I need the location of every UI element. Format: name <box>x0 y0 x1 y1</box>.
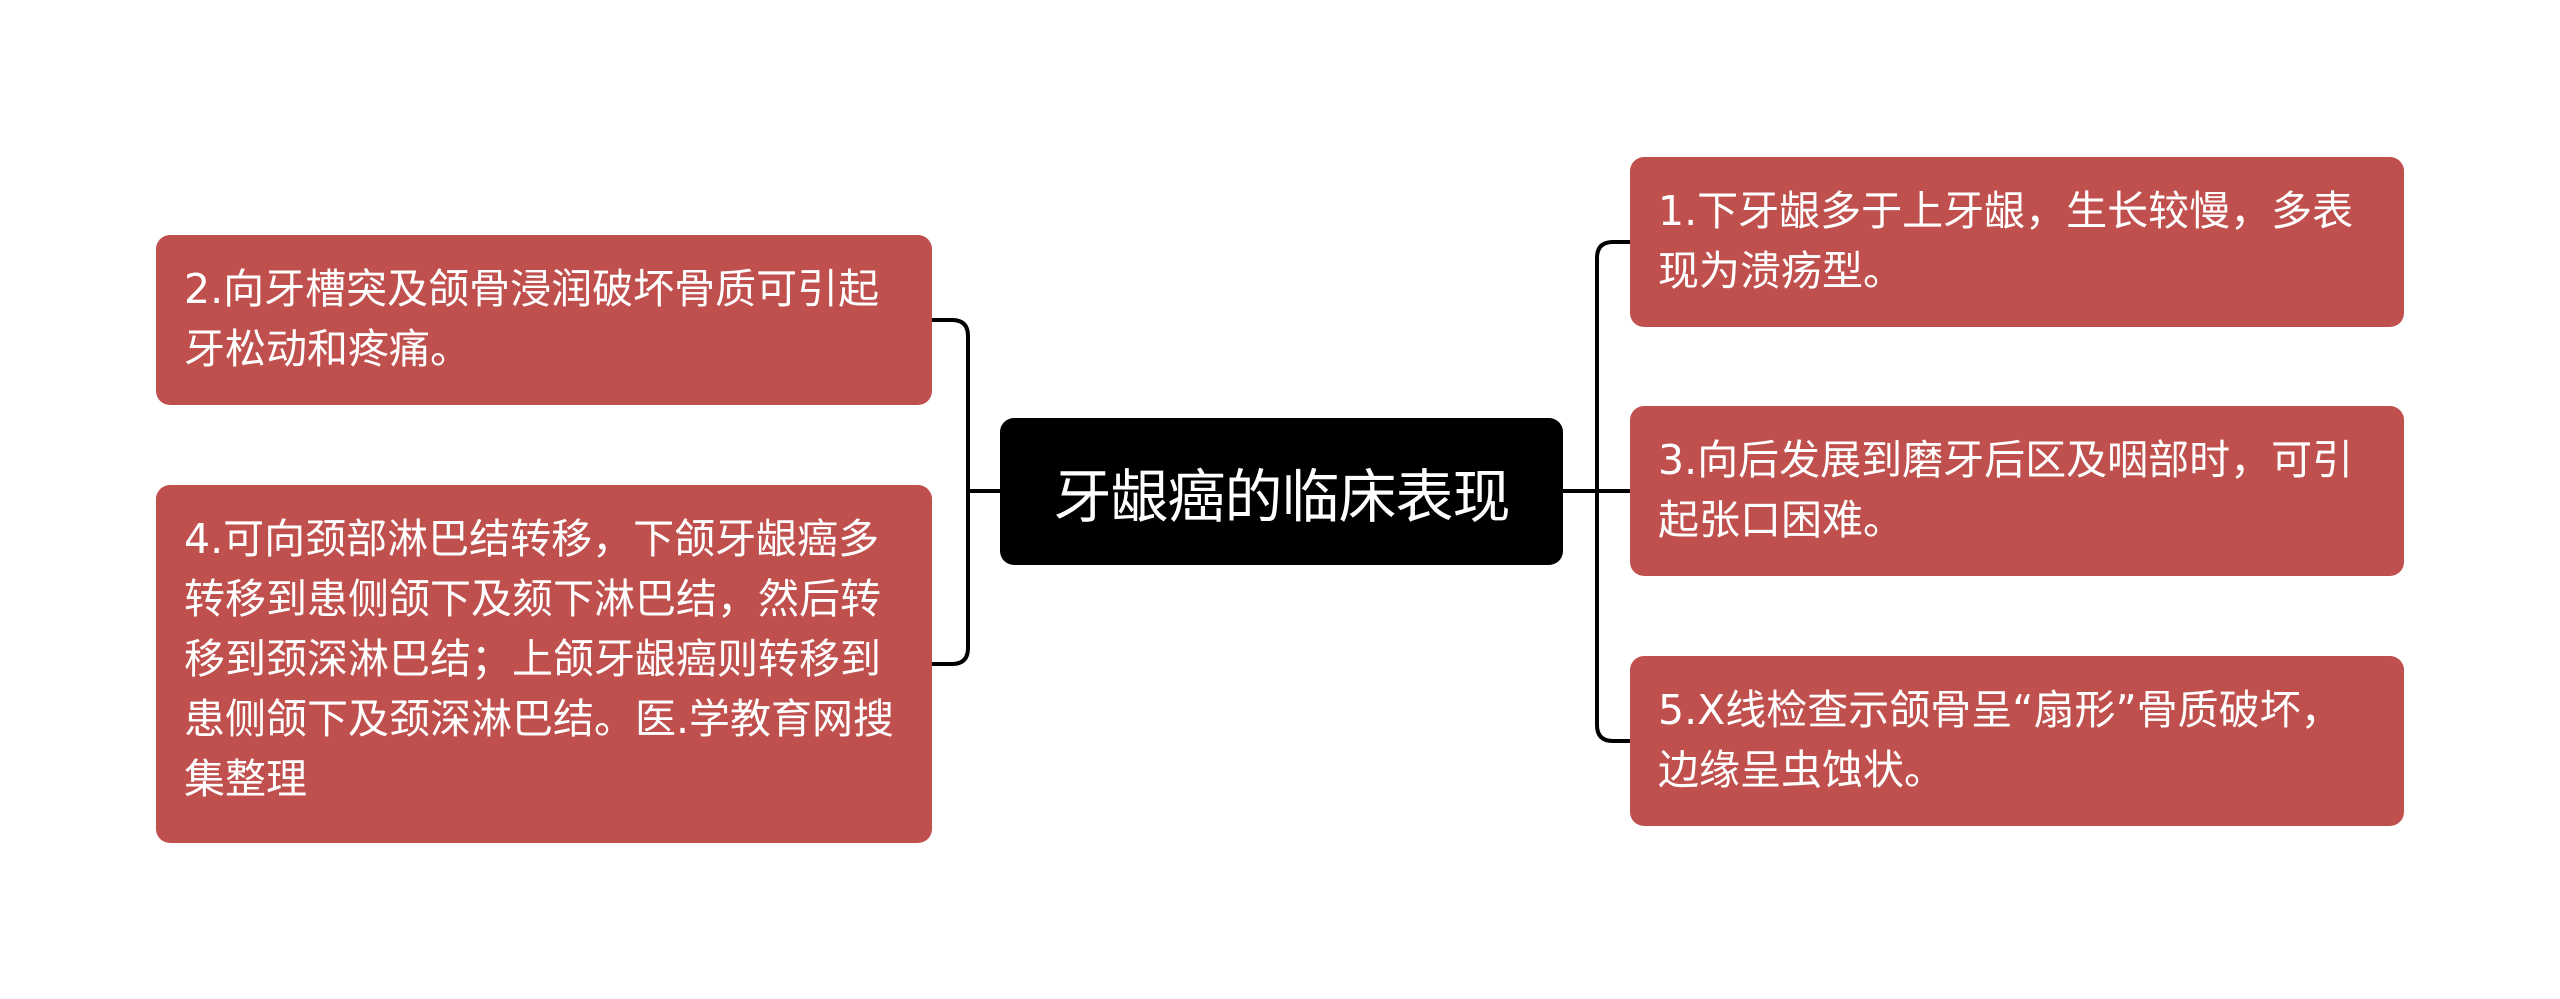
branch-node-4-text: 4.可向颈部淋巴结转移，下颌牙龈癌多转移到患侧颌下及颏下淋巴结，然后转移到颈深淋… <box>184 515 895 803</box>
branch-node-1[interactable]: 1.下牙龈多于上牙龈，生长较慢，多表现为溃疡型。 <box>1630 157 2404 327</box>
central-topic[interactable]: 牙龈癌的临床表现 <box>1000 418 1563 565</box>
branch-node-1-text: 1.下牙龈多于上牙龈，生长较慢，多表现为溃疡型。 <box>1658 187 2354 295</box>
connector-left-bracket <box>932 318 970 666</box>
branch-node-3-text: 3.向后发展到磨牙后区及咽部时，可引起张口困难。 <box>1658 436 2354 544</box>
branch-node-2[interactable]: 2.向牙槽突及颌骨浸润破坏骨质可引起牙松动和疼痛。 <box>156 235 932 405</box>
branch-node-5[interactable]: 5.X线检查示颌骨呈“扇形”骨质破坏，边缘呈虫蚀状。 <box>1630 656 2404 826</box>
branch-node-4[interactable]: 4.可向颈部淋巴结转移，下颌牙龈癌多转移到患侧颌下及颏下淋巴结，然后转移到颈深淋… <box>156 485 932 843</box>
central-topic-label: 牙龈癌的临床表现 <box>1053 462 1510 531</box>
branch-node-3[interactable]: 3.向后发展到磨牙后区及咽部时，可引起张口困难。 <box>1630 406 2404 576</box>
branch-node-2-text: 2.向牙槽突及颌骨浸润破坏骨质可引起牙松动和疼痛。 <box>184 265 880 373</box>
branch-node-5-text: 5.X线检查示颌骨呈“扇形”骨质破坏，边缘呈虫蚀状。 <box>1658 686 2342 794</box>
